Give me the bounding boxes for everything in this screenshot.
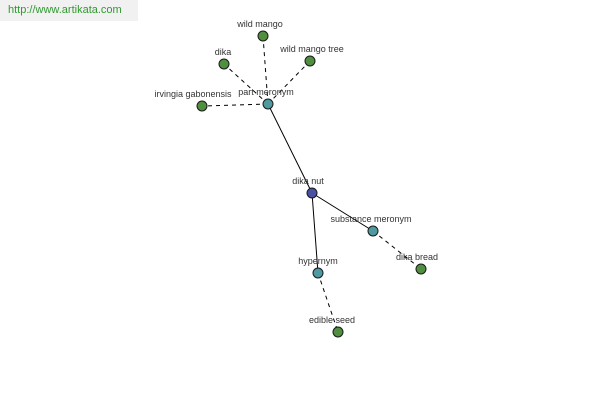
node-label-hypernym: hypernym xyxy=(298,256,338,266)
node-wild-mango-tree[interactable] xyxy=(304,55,316,67)
node-irvingia-gabonensis[interactable] xyxy=(196,100,208,112)
edge-dika-nut-to-substance-meronym xyxy=(311,192,374,232)
node-label-dika-bread: dika bread xyxy=(396,252,438,262)
labels-layer: dika nut part meronym substance meronym hyp… xyxy=(154,19,438,325)
site-url-link[interactable]: http://www.artikata.com xyxy=(0,0,138,21)
edge-dika-nut-to-part-meronym xyxy=(267,103,313,194)
edge-part-meronym-to-wild-mango-tree xyxy=(267,60,311,105)
edge-part-meronym-to-wild-mango xyxy=(262,35,269,105)
node-label-part-meronym: part meronym xyxy=(238,87,294,97)
node-label-wild-mango: wild mango xyxy=(236,19,283,29)
edge-hypernym-to-edible-seed xyxy=(317,272,339,333)
node-label-dika-nut: dika nut xyxy=(292,176,324,186)
node-label-edible-seed: edible seed xyxy=(309,315,355,325)
node-edible-seed[interactable] xyxy=(332,326,344,338)
edge-part-meronym-to-irvingia-gabonensis xyxy=(201,103,269,107)
edges-layer xyxy=(201,35,422,333)
edge-substance-meronym-to-dika-bread xyxy=(372,230,422,270)
node-label-dika: dika xyxy=(215,47,232,57)
node-dika-nut[interactable] xyxy=(306,187,318,199)
node-substance-meronym[interactable] xyxy=(367,225,379,237)
node-dika[interactable] xyxy=(218,58,230,70)
node-wild-mango[interactable] xyxy=(257,30,269,42)
node-label-irvingia-gabonensis: irvingia gabonensis xyxy=(154,89,232,99)
node-hypernym[interactable] xyxy=(312,267,324,279)
edge-part-meronym-to-dika xyxy=(223,63,269,105)
node-label-substance-meronym: substance meronym xyxy=(330,214,411,224)
node-label-wild-mango-tree: wild mango tree xyxy=(279,44,344,54)
node-dika-bread[interactable] xyxy=(415,263,427,275)
nodes-layer xyxy=(196,30,427,338)
node-part-meronym[interactable] xyxy=(262,98,274,110)
edge-dika-nut-to-hypernym xyxy=(311,192,319,274)
